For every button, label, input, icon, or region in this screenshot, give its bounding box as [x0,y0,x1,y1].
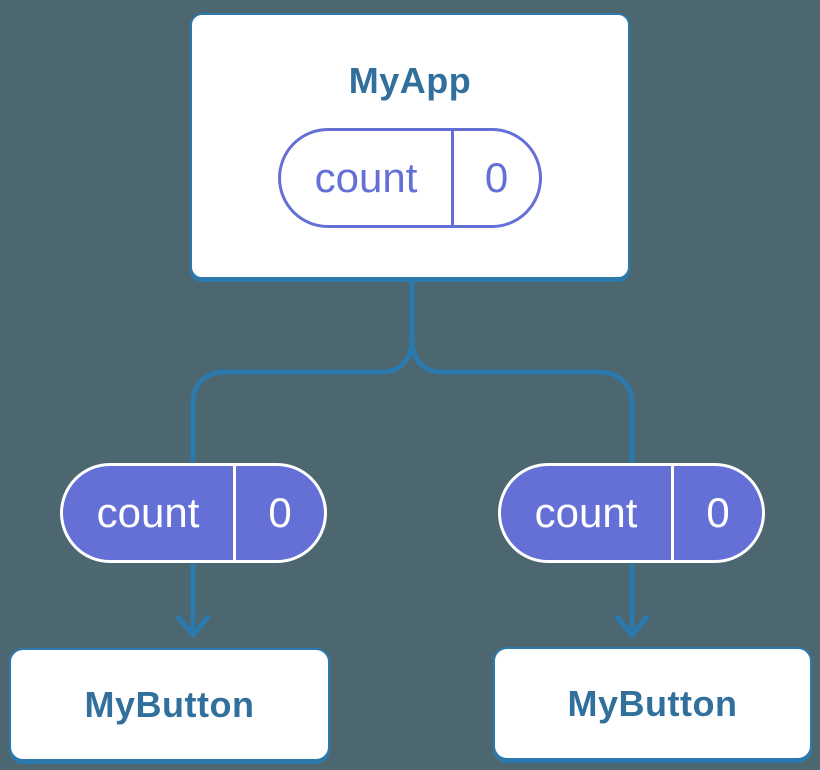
connector-branch-right [409,279,635,632]
connector-branch-left [190,279,415,632]
child-state-pill-right: count 0 [498,463,765,563]
state-name-label: count [96,489,200,536]
arrowhead-left-icon [175,614,211,639]
mybutton-component-box-right: MyButton [493,647,812,760]
root-state-pill: count 0 [278,128,542,228]
state-value-label: 0 [706,489,730,536]
mybutton-component-box-left: MyButton [9,648,330,761]
state-value-label: 0 [268,489,292,536]
pill-divider [671,466,674,560]
mybutton-title: MyButton [84,683,255,725]
myapp-component-box: MyApp count 0 [190,13,630,279]
pill-divider [451,131,454,225]
state-name-label: count [534,489,638,536]
mybutton-title: MyButton [567,682,738,724]
pill-divider [233,466,236,560]
myapp-title: MyApp [348,60,472,101]
state-name-label: count [314,154,418,201]
child-state-pill-left: count 0 [60,463,327,563]
state-value-label: 0 [484,154,509,201]
arrowhead-right-icon [614,614,650,639]
